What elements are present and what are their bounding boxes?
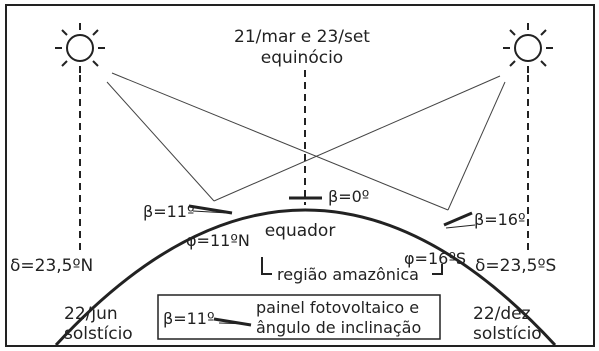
legend-line-1: painel fotovoltaico e — [256, 298, 419, 317]
region-bracket-left — [261, 257, 272, 275]
december-solstice-title: solstício — [473, 324, 542, 344]
panel-center-angle-label: β=0º — [328, 187, 369, 206]
declination-left-label: δ=23,5ºN — [10, 256, 93, 276]
latitude-left-label: φ=11ºN — [186, 231, 250, 250]
earth-arc — [54, 208, 557, 347]
ray-line — [447, 81, 506, 211]
june-solstice-date: 22/jun — [64, 304, 118, 324]
ray-line — [106, 81, 215, 202]
panel-angle-line — [445, 224, 476, 229]
legend-line-2: ângulo de inclinação — [256, 318, 421, 337]
june-solstice-title: solstício — [64, 324, 133, 344]
december-solstice-date: 22/dez — [473, 304, 531, 324]
declination-right-label: δ=23,5ºS — [475, 256, 556, 276]
ray-line — [213, 75, 501, 202]
legend-frame — [157, 294, 441, 340]
equinox-title-label: equinócio — [261, 48, 343, 68]
equator-label: equador — [265, 221, 336, 241]
panel-angle-line — [192, 210, 229, 214]
sun-icon-left — [55, 23, 105, 73]
latitude-right-label: φ=16ºS — [404, 249, 466, 268]
legend-angle-label: β=11º — [163, 309, 215, 328]
ray-line — [111, 72, 449, 211]
sun-icon-right — [503, 23, 553, 73]
equinox-date-label: 21/mar e 23/set — [234, 27, 370, 47]
region-bracket-right — [432, 264, 443, 275]
legend-box: β=11º painel fotovoltaico e ângulo de in… — [157, 294, 441, 340]
solar-panel-icon — [188, 204, 233, 215]
panel-left-angle-label: β=11º — [143, 202, 195, 221]
solar-panel-icon — [443, 211, 473, 227]
panel-right-angle-label: β=16º — [474, 210, 526, 229]
legend-angle-line — [218, 322, 250, 325]
region-label: região amazônica — [277, 265, 419, 284]
